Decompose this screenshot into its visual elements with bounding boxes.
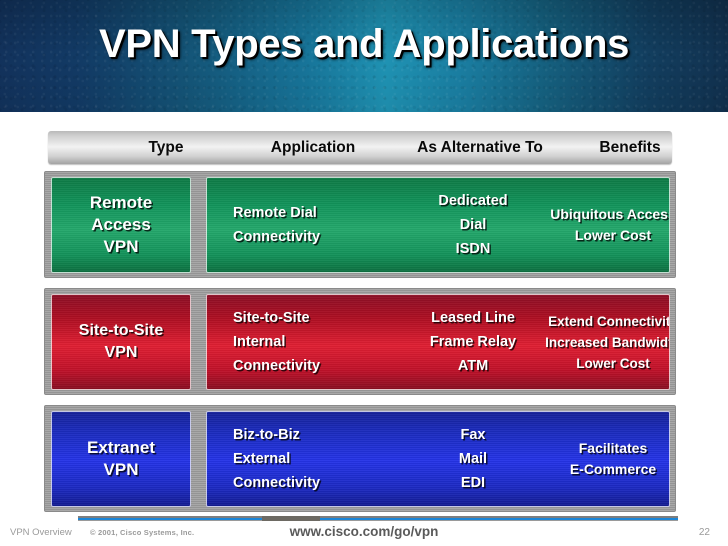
footer-rule-gray-bottom — [78, 520, 678, 521]
alternative-line: Leased Line — [431, 310, 515, 326]
application-line: Site-to-Site — [233, 310, 310, 326]
banner-gradient — [0, 0, 728, 112]
table-row: Site-to-Site VPN Site-to-Site Internal C… — [44, 288, 676, 395]
alternative-line: Mail — [458, 451, 488, 467]
application-line: Connectivity — [233, 475, 321, 491]
application-line: Connectivity — [233, 229, 321, 245]
benefits-line: Facilitates — [578, 440, 648, 456]
detail-subcolumns: Remote Dial Connectivity Dedicated Dial … — [207, 178, 669, 272]
alternative-line: Frame Relay — [429, 334, 517, 350]
title-banner: VPN Types and Applications — [0, 0, 728, 112]
alternative-line: Fax — [460, 427, 486, 443]
application-line: Biz-to-Biz — [233, 427, 300, 443]
detail-cell-site-to-site: Site-to-Site Internal Connectivity Lease… — [206, 294, 670, 390]
application-line: Remote Dial — [233, 205, 317, 221]
benefits-cell: Facilitates E-Commerce — [555, 412, 669, 506]
type-cell-extranet: Extranet VPN — [51, 411, 191, 507]
type-line: VPN — [103, 237, 139, 256]
slide-title: VPN Types and Applications — [98, 22, 630, 66]
benefits-line: Ubiquitous Access — [550, 206, 670, 222]
type-cell-remote-access: Remote Access VPN — [51, 177, 191, 273]
application-line: External — [233, 451, 291, 467]
footer-rule-gray-top — [78, 516, 678, 518]
column-header-bar: Type Application As Alternative To Benef… — [48, 131, 672, 164]
alternative-line: Dedicated — [438, 193, 508, 209]
footer-deck-name: VPN Overview — [10, 527, 72, 538]
footer-rule-blue — [78, 518, 678, 520]
type-line: Extranet — [86, 438, 156, 457]
detail-cell-remote-access: Remote Dial Connectivity Dedicated Dial … — [206, 177, 670, 273]
application-cell: Site-to-Site Internal Connectivity — [225, 295, 389, 389]
footer-page-number: 22 — [698, 527, 710, 538]
detail-cell-extranet: Biz-to-Biz External Connectivity Fax Mai… — [206, 411, 670, 507]
alternative-cell: Dedicated Dial ISDN — [393, 178, 553, 272]
alternative-cell: Leased Line Frame Relay ATM — [393, 295, 553, 389]
alternative-line: EDI — [460, 475, 486, 491]
table-row: Extranet VPN Biz-to-Biz External Connect… — [44, 405, 676, 512]
footer-copyright: © 2001, Cisco Systems, Inc. — [90, 528, 195, 537]
type-line: Access — [91, 215, 151, 234]
benefits-cell: Ubiquitous Access Lower Cost — [550, 178, 669, 272]
benefits-cell: Extend Connectivity Increased Bandwidth … — [545, 295, 669, 389]
application-cell: Biz-to-Biz External Connectivity — [225, 412, 389, 506]
footer-url: www.cisco.com/go/vpn — [289, 524, 439, 539]
type-line: Remote — [89, 193, 153, 212]
type-line: Site-to-Site — [78, 322, 164, 339]
table-row: Remote Access VPN Remote Dial Connectivi… — [44, 171, 676, 278]
application-line: Connectivity — [233, 358, 321, 374]
detail-subcolumns: Biz-to-Biz External Connectivity Fax Mai… — [207, 412, 669, 506]
column-header-type: Type — [148, 138, 184, 156]
benefits-line: Lower Cost — [576, 355, 650, 371]
footer: VPN Overview © 2001, Cisco Systems, Inc.… — [0, 524, 728, 546]
benefits-line: Lower Cost — [574, 227, 652, 243]
benefits-line: Increased Bandwidth — [545, 334, 670, 350]
benefits-line: E-Commerce — [569, 461, 657, 477]
vpn-types-table: Remote Access VPN Remote Dial Connectivi… — [44, 171, 676, 516]
type-line: VPN — [103, 460, 139, 479]
application-line: Internal — [233, 334, 286, 350]
type-cell-site-to-site: Site-to-Site VPN — [51, 294, 191, 390]
footer-rule-accent — [262, 516, 320, 521]
application-cell: Remote Dial Connectivity — [225, 178, 389, 272]
alternative-cell: Fax Mail EDI — [393, 412, 553, 506]
benefits-line: Extend Connectivity — [548, 313, 670, 329]
alternative-line: ISDN — [455, 241, 491, 257]
column-header-application: Application — [270, 138, 356, 156]
detail-subcolumns: Site-to-Site Internal Connectivity Lease… — [207, 295, 669, 389]
column-header-benefits: Benefits — [599, 138, 661, 156]
alternative-line: Dial — [459, 217, 487, 233]
alternative-line: ATM — [457, 358, 489, 374]
type-line: VPN — [104, 344, 138, 361]
footer-divider — [0, 516, 728, 523]
column-header-alternative: As Alternative To — [417, 138, 543, 156]
